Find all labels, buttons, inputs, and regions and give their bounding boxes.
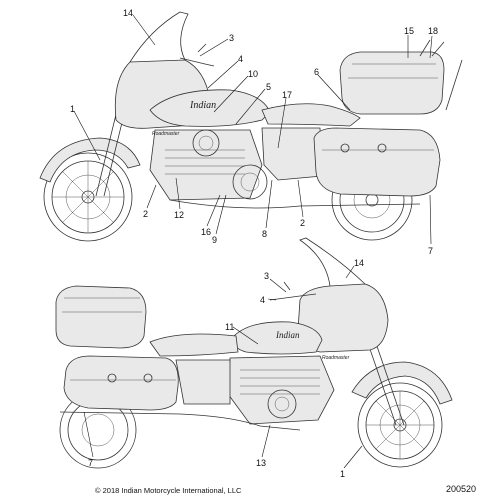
bottom-engine	[227, 355, 335, 425]
callout-bottom-14: 14	[354, 258, 364, 268]
callout-top-15: 15	[404, 26, 414, 36]
leader-lines	[73, 14, 433, 469]
bottom-tank-logo: Indian	[275, 330, 300, 340]
callout-top-7: 7	[428, 246, 433, 256]
top-saddlebag	[313, 127, 441, 197]
top-side-cover	[261, 127, 323, 181]
callout-bottom-4: 4	[260, 295, 265, 305]
callout-bottom-13: 13	[256, 458, 266, 468]
bottom-saddlebag	[63, 355, 179, 411]
top-trunk	[339, 51, 445, 115]
top-windshield	[129, 11, 189, 63]
callout-top-8: 8	[262, 229, 267, 239]
callout-bottom-1: 1	[340, 469, 345, 479]
callout-top-9: 9	[212, 235, 217, 245]
top-seat	[261, 103, 361, 127]
callout-numbers: 14 3 15 18 4 10 6 1 5 17 2 12 16 9 8 2 7…	[70, 8, 438, 479]
top-tank-logo: Indian	[189, 100, 216, 111]
bottom-motorcycle: Indian Roadmaster	[55, 237, 453, 469]
diagram-number: 200520	[446, 484, 477, 494]
callout-top-12: 12	[174, 210, 184, 220]
callout-top-14: 14	[123, 8, 133, 18]
bottom-front-wheel	[357, 382, 443, 468]
bottom-trunk	[55, 285, 147, 349]
callout-top-6: 6	[314, 67, 319, 77]
top-handlebar	[179, 43, 215, 67]
callout-top-16: 16	[201, 227, 211, 237]
top-engine	[149, 129, 268, 201]
callout-top-5: 5	[266, 82, 271, 92]
callout-top-2b: 2	[300, 218, 305, 228]
callout-top-18: 18	[428, 26, 438, 36]
bottom-side-cover	[175, 359, 231, 405]
callout-top-17: 17	[282, 90, 292, 100]
callout-top-4: 4	[238, 54, 243, 64]
bottom-exhaust	[59, 411, 301, 431]
callout-top-3: 3	[229, 33, 234, 43]
callout-bottom-3: 3	[264, 271, 269, 281]
bottom-side-badge: Roadmaster	[322, 355, 350, 361]
callout-top-1: 1	[70, 104, 75, 114]
callout-bottom-7: 7	[88, 458, 93, 468]
top-side-badge: Roadmaster	[152, 131, 180, 137]
bottom-fuel-tank	[231, 321, 323, 355]
top-front-wheel	[43, 152, 133, 242]
top-motorcycle: Indian Roadmaster	[39, 11, 463, 242]
copyright-notice: © 2018 Indian Motorcycle International, …	[95, 486, 242, 495]
callout-bottom-11: 11	[225, 322, 234, 332]
top-exhaust	[169, 199, 421, 209]
bottom-seat	[149, 333, 239, 357]
callout-top-10: 10	[248, 69, 258, 79]
callout-top-2a: 2	[143, 209, 148, 219]
bottom-handlebar	[269, 281, 317, 301]
bottom-windshield	[299, 237, 366, 287]
top-front-fender	[39, 137, 141, 183]
